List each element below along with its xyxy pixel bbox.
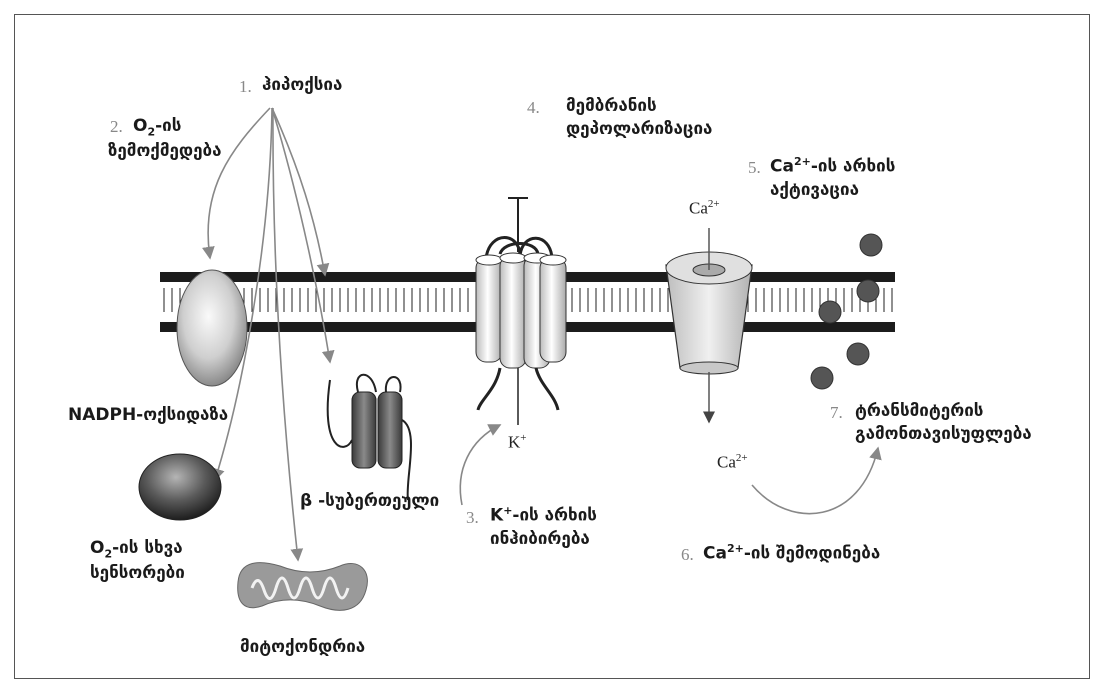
step-5-number: 5. bbox=[748, 158, 761, 178]
nadph-oxidase-label: NADPH-ოქსიდაზა bbox=[68, 404, 228, 427]
beta-subunit-shape bbox=[328, 375, 411, 500]
beta-subunit-label: β -სუბერთეული bbox=[300, 490, 439, 513]
step-1-number: 1. bbox=[239, 77, 252, 97]
k-inhibition-arrow bbox=[460, 425, 500, 505]
k-ion-label: K+ bbox=[508, 432, 527, 453]
nadph-oxidase-shape bbox=[177, 270, 247, 386]
o2-sensor-label: O2-ის სხვა სენსორები bbox=[90, 537, 185, 585]
step-5-label: Ca2+-ის არხის აქტივაცია bbox=[770, 155, 895, 202]
k-channel-shape bbox=[476, 198, 566, 425]
step-4-number: 4. bbox=[527, 98, 540, 118]
mitochondrion-shape bbox=[238, 563, 368, 611]
mitochondrion-label: მიტოქონდრია bbox=[240, 636, 365, 659]
o2-sensor-shape bbox=[139, 454, 221, 520]
ca-influx-arrow bbox=[752, 448, 878, 514]
step-3-label: K+-ის არხის ინჰიბირება bbox=[490, 504, 597, 551]
step-6-number: 6. bbox=[681, 545, 694, 565]
step-6-label: Ca2+-ის შემოდინება bbox=[703, 542, 880, 566]
ca-ion-label-bottom: Ca2+ bbox=[717, 452, 748, 473]
step-3-number: 3. bbox=[466, 508, 479, 528]
step-7-number: 7. bbox=[830, 403, 843, 423]
ca-ion-label-top: Ca2+ bbox=[689, 198, 720, 219]
step-1-label: ჰიპოქსია bbox=[262, 74, 342, 97]
step-2-label: O2-ის ზემოქმედება bbox=[133, 115, 247, 163]
ca-channel-shape bbox=[666, 228, 752, 422]
step-2-number: 2. bbox=[110, 117, 123, 137]
